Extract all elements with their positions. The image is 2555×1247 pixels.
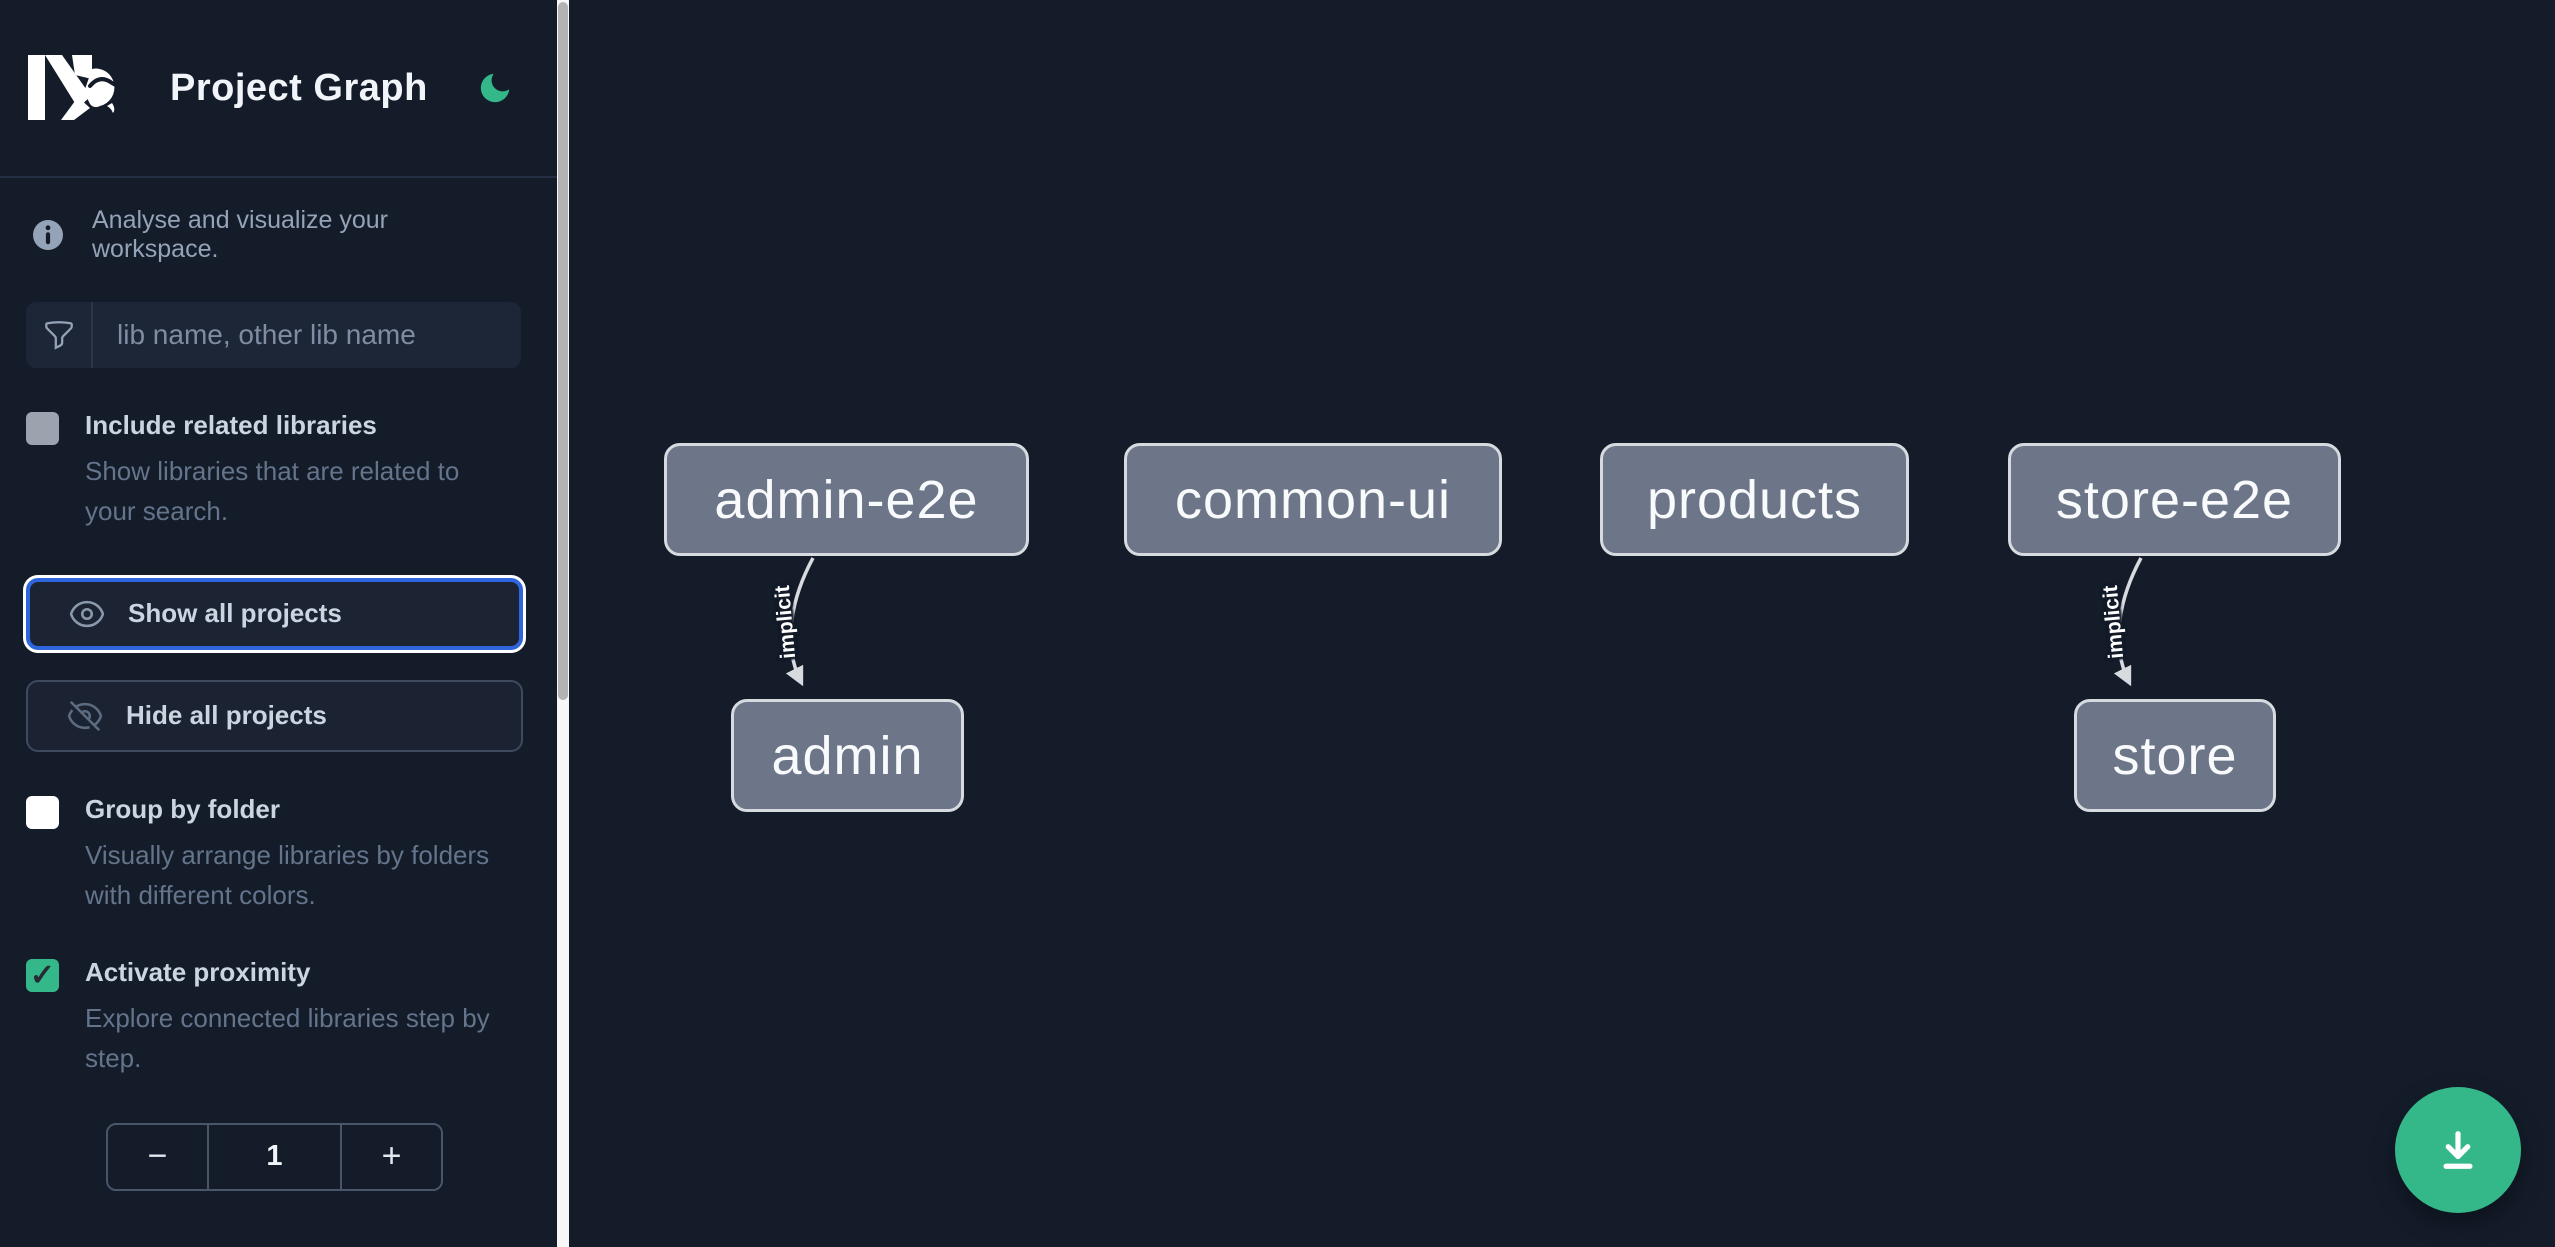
sidebar-scrollbar-thumb[interactable]: [558, 2, 568, 700]
proximity-stepper: − 1 +: [106, 1122, 443, 1191]
proximity-value[interactable]: 1: [207, 1124, 342, 1189]
graph-node-admin-e2e[interactable]: admin-e2e: [664, 443, 1029, 556]
sidebar-header: Project Graph: [0, 0, 557, 178]
include-related-label: Include related libraries: [85, 410, 377, 440]
group-by-folder-label: Group by folder: [85, 793, 280, 824]
eye-off-icon: [67, 700, 103, 731]
hide-all-projects-label: Hide all projects: [126, 700, 327, 731]
sidebar-scrollbar-track[interactable]: [557, 0, 569, 1247]
group-by-folder-texts: Group by folder Visually arrange librari…: [85, 794, 515, 916]
activate-proximity-description: Explore connected libraries step by step…: [85, 1003, 490, 1074]
funnel-icon: [26, 302, 93, 368]
sidebar-content: Include related libraries Show libraries…: [0, 302, 557, 1191]
moon-icon: [480, 73, 510, 103]
edge-admin-e2e-to-admin: [785, 557, 815, 687]
info-icon: [33, 220, 63, 250]
search-box: [26, 302, 521, 368]
edge-store-e2e-to-store: [2113, 557, 2143, 687]
workspace-info-row: Analyse and visualize your workspace.: [0, 178, 557, 264]
graph-node-admin[interactable]: admin: [731, 699, 964, 812]
search-input[interactable]: [93, 302, 521, 368]
graph-node-store-e2e[interactable]: store-e2e: [2008, 443, 2341, 556]
group-by-folder-row: Group by folder Visually arrange librari…: [26, 794, 521, 916]
theme-toggle-button[interactable]: [473, 66, 517, 110]
include-related-description: Show libraries that are related to your …: [85, 456, 460, 527]
download-graph-button[interactable]: [2395, 1087, 2521, 1213]
page-title: Project Graph: [170, 66, 428, 109]
graph-edges-layer: [785, 557, 2143, 687]
include-related-row: Include related libraries Show libraries…: [26, 410, 521, 532]
project-graph-canvas[interactable]: implicit implicit admin-e2e common-ui pr…: [569, 0, 2555, 1247]
group-by-folder-description: Visually arrange libraries by folders wi…: [85, 839, 490, 910]
proximity-decrement-button[interactable]: −: [108, 1125, 207, 1189]
activate-proximity-row: ✓ Activate proximity Explore connected l…: [26, 957, 521, 1079]
group-by-folder-checkbox[interactable]: [26, 795, 59, 829]
include-related-checkbox[interactable]: [26, 412, 59, 445]
nx-logo-icon: [28, 55, 126, 120]
check-icon: ✓: [29, 958, 56, 992]
activate-proximity-texts: Activate proximity Explore connected lib…: [85, 957, 515, 1079]
graph-node-products[interactable]: products: [1600, 443, 1909, 556]
eye-icon: [69, 600, 105, 627]
graph-node-store[interactable]: store: [2074, 699, 2276, 812]
graph-node-common-ui[interactable]: common-ui: [1124, 443, 1502, 556]
activate-proximity-label: Activate proximity: [85, 957, 311, 988]
workspace-info-text: Analyse and visualize your workspace.: [92, 206, 388, 263]
hide-all-projects-button[interactable]: Hide all projects: [26, 679, 523, 752]
activate-proximity-checkbox[interactable]: ✓: [26, 958, 59, 993]
sidebar: Project Graph Analyse and visualize your…: [0, 0, 557, 1247]
proximity-increment-button[interactable]: +: [342, 1125, 441, 1189]
include-related-texts: Include related libraries Show libraries…: [85, 410, 515, 532]
show-all-projects-button[interactable]: Show all projects: [26, 577, 523, 650]
show-all-projects-label: Show all projects: [128, 598, 342, 629]
download-icon: [2443, 1131, 2473, 1169]
